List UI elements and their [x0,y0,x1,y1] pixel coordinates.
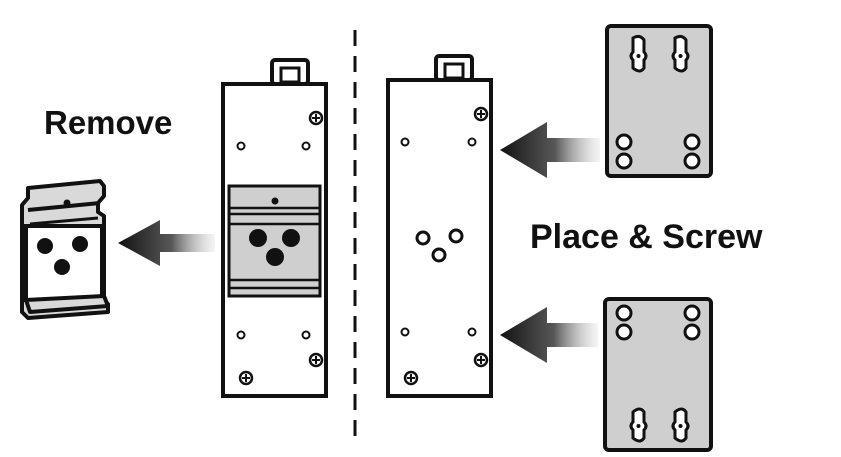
place-arrow-bottom-icon [500,307,598,363]
device-with-din-clip [221,58,328,398]
wall-mount-plate-bottom-icon [603,297,713,452]
screw-icon [308,110,324,126]
screw-icon [238,370,254,386]
din-rail-clip-icon [20,179,110,320]
screw-icon [308,352,324,368]
place-and-screw-label: Place & Screw [530,218,763,256]
place-arrow-top-icon [500,122,600,178]
device-rear-panel [386,54,493,398]
screw-icon [473,352,489,368]
remove-arrow-icon [118,220,215,266]
screw-icon [473,106,489,122]
remove-label: Remove [44,104,173,141]
wall-mount-plate-top-icon [605,24,713,178]
screw-icon [403,370,419,386]
